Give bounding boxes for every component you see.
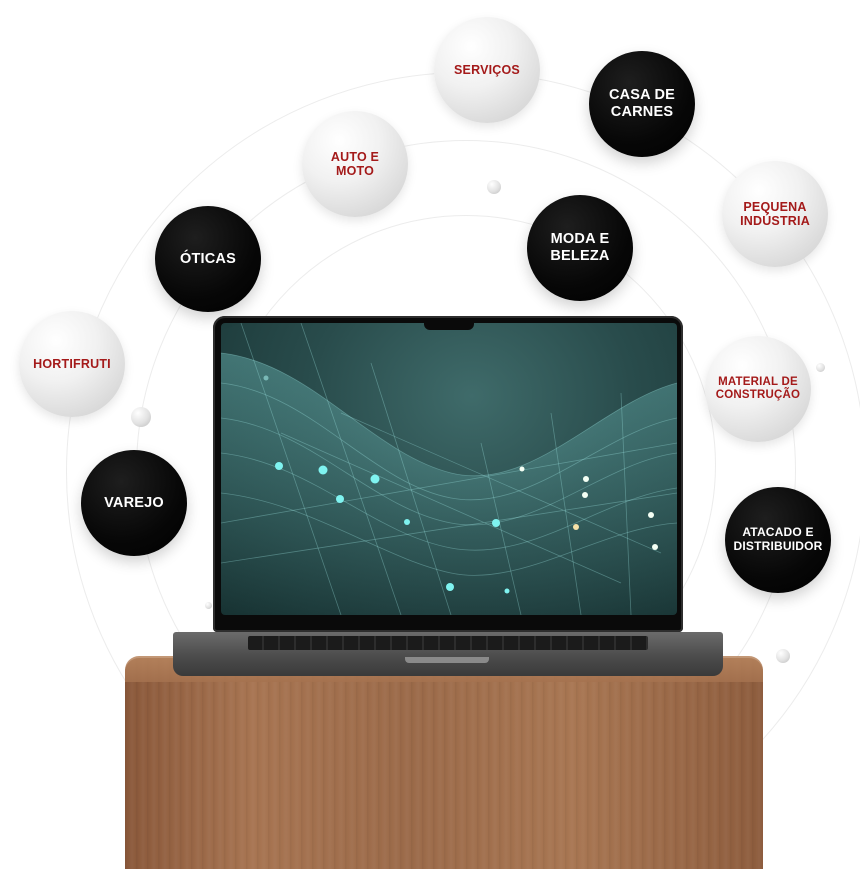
category-label: MATERIAL DE CONSTRUÇÃO <box>715 375 801 401</box>
laptop-trackpad-lip <box>405 657 489 663</box>
category-pequena-industria[interactable]: PEQUENA INDÚSTRIA <box>722 161 828 267</box>
category-label: VAREJO <box>104 494 164 511</box>
decorative-orb <box>205 602 212 609</box>
decorative-orb <box>131 407 151 427</box>
category-auto-e-moto[interactable]: AUTO E MOTO <box>302 111 408 217</box>
category-label: MODA E BELEZA <box>550 231 610 264</box>
laptop-screen <box>221 323 677 615</box>
category-hortifruti[interactable]: HORTIFRUTI <box>19 311 125 417</box>
category-label: ÓTICAS <box>180 250 236 267</box>
laptop-camera-notch <box>424 318 474 330</box>
category-label: ATACADO E DISTRIBUIDOR <box>733 525 823 553</box>
category-label: SERVIÇOS <box>454 62 520 77</box>
category-label: PEQUENA INDÚSTRIA <box>740 199 810 228</box>
category-moda-e-beleza[interactable]: MODA E BELEZA <box>527 195 633 301</box>
decorative-orb <box>776 649 790 663</box>
category-varejo[interactable]: VAREJO <box>81 450 187 556</box>
category-material-de-construcao[interactable]: MATERIAL DE CONSTRUÇÃO <box>705 336 811 442</box>
laptop-keyboard <box>248 636 648 650</box>
category-label: AUTO E MOTO <box>330 149 380 178</box>
decorative-orb <box>816 363 825 372</box>
category-oticas[interactable]: ÓTICAS <box>155 206 261 312</box>
category-casa-de-carnes[interactable]: CASA DE CARNES <box>589 51 695 157</box>
category-label: HORTIFRUTI <box>33 356 111 371</box>
category-servicos[interactable]: SERVIÇOS <box>434 17 540 123</box>
category-label: CASA DE CARNES <box>608 87 676 120</box>
decorative-orb <box>487 180 501 194</box>
network-wave-graphic <box>221 323 677 615</box>
category-atacado-e-distribuidor[interactable]: ATACADO E DISTRIBUIDOR <box>725 487 831 593</box>
wooden-pedestal <box>125 658 763 869</box>
